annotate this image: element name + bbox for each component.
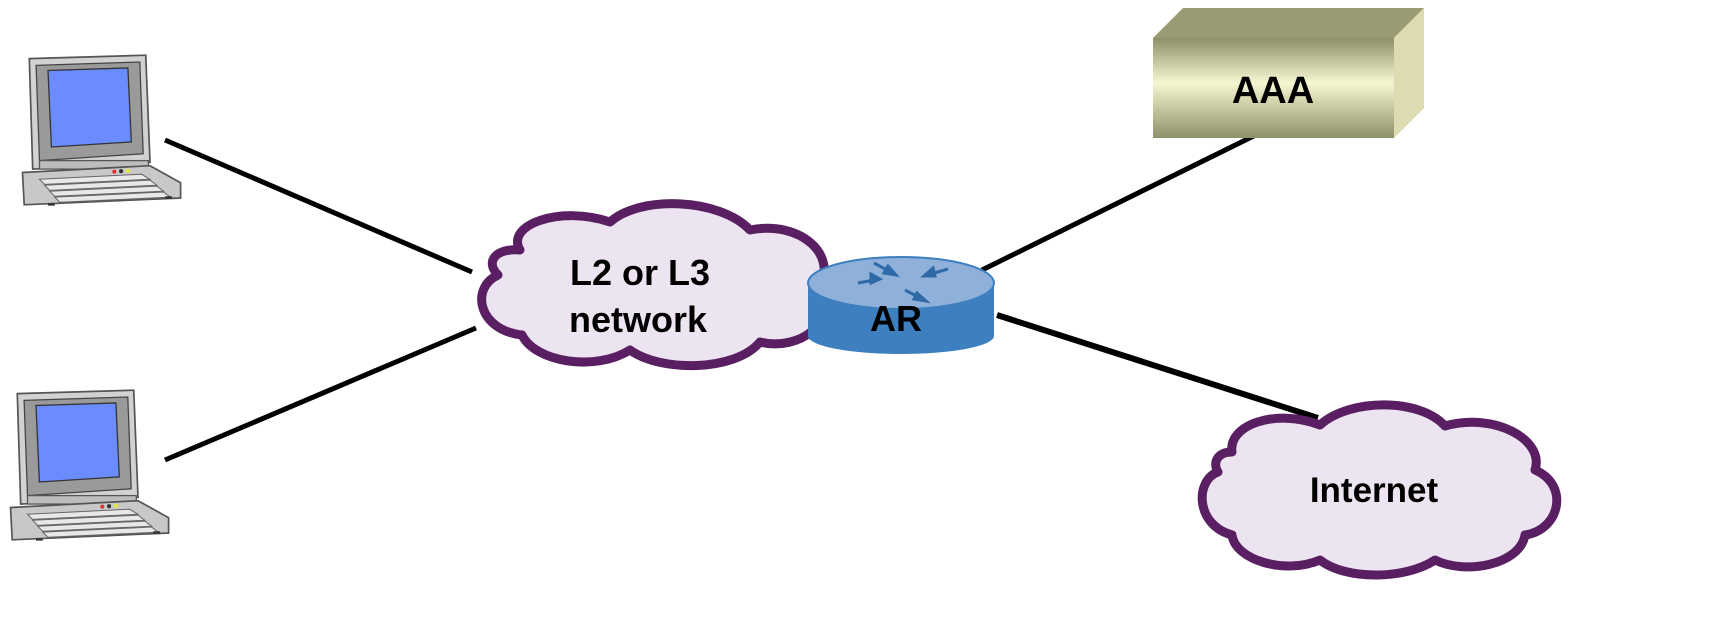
link-laptop-bottom-network [164,325,477,463]
link-laptop-top-network [164,137,473,275]
link-router-internet [996,312,1319,421]
server-box-icon [1153,8,1424,138]
router-icon [807,256,995,354]
aaa-label: AAA [1232,70,1314,112]
laptop-icon [21,54,182,207]
network-cloud: L2 or L3 network [477,199,829,371]
network-label-line1: L2 or L3 [570,252,710,293]
internet-label: Internet [1310,471,1439,510]
link-router-aaa [980,121,1280,273]
router-label: AR [870,298,922,339]
laptop-icon [9,389,170,542]
aaa-server: AAA [1153,8,1424,138]
network-label-line2: network [569,299,708,340]
router: AR [807,256,995,354]
internet-cloud: Internet [1197,400,1562,580]
